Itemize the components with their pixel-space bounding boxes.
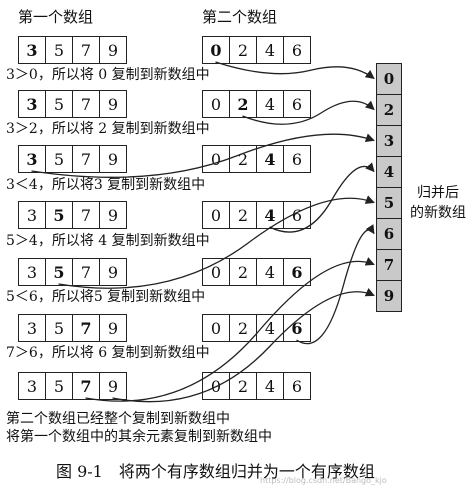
array-cell: 0 (203, 259, 230, 285)
array-cell: 4 (257, 259, 284, 285)
array-cell: 3 (19, 146, 46, 172)
array-cell: 3 (19, 373, 46, 399)
array-cell: 5 (46, 91, 73, 117)
array-cell: 5 (46, 202, 73, 228)
array-cell: 3 (19, 91, 46, 117)
final-note-line-2: 将第一个数组中的其余元素复制到新数组中 (6, 429, 272, 445)
array-cell: 5 (46, 146, 73, 172)
array-cell: 7 (73, 373, 100, 399)
array-cell: 0 (203, 315, 230, 341)
array-cell: 3 (19, 259, 46, 285)
step-explanation: 5＜6，所以将5 复制到新数组中 (6, 289, 206, 305)
array-cell: 6 (291, 40, 303, 60)
array-cell: 4 (257, 315, 284, 341)
array-cell: 3 (19, 202, 46, 228)
array-cell: 9 (107, 376, 119, 396)
array-cell: 6 (291, 318, 303, 338)
array-cell: 0 (203, 37, 230, 63)
merged-cell: 7 (377, 250, 401, 281)
array-cell: 6 (291, 205, 303, 225)
first-array-header: 第一个数组 (18, 8, 94, 26)
step-explanation: 5＞4，所以将 4 复制到新数组中 (6, 233, 210, 249)
array-cell: 4 (257, 373, 284, 399)
step-explanation: 3＞2，所以将 2 复制到新数组中 (6, 121, 210, 137)
array-cell: 3 (19, 315, 46, 341)
array-cell: 6 (291, 149, 303, 169)
array-cell: 7 (73, 91, 100, 117)
array-cell: 0 (203, 373, 230, 399)
array-cell: 9 (107, 262, 119, 282)
merged-cell: 3 (377, 126, 401, 157)
array-cell: 0 (203, 202, 230, 228)
array-cell: 2 (230, 37, 257, 63)
array-cell: 4 (257, 91, 284, 117)
merged-cell: 6 (377, 219, 401, 250)
array-cell: 2 (230, 259, 257, 285)
array-cell: 9 (107, 205, 119, 225)
figure-caption: 图 9-1 将两个有序数组归并为一个有序数组 (56, 462, 375, 481)
array-cell: 7 (73, 37, 100, 63)
step-explanation: 3＜4，所以将3 复制到新数组中 (6, 177, 206, 193)
array-cell: 5 (46, 315, 73, 341)
array-cell: 2 (230, 146, 257, 172)
array-cell: 2 (230, 91, 257, 117)
array-cell: 2 (230, 315, 257, 341)
array-cell: 7 (73, 202, 100, 228)
array-cell: 9 (107, 94, 119, 114)
merged-label-line-2: 的新数组 (410, 205, 466, 221)
merged-cell: 2 (377, 95, 401, 126)
array-cell: 0 (203, 146, 230, 172)
array-cell: 6 (291, 376, 303, 396)
array-cell: 6 (291, 262, 303, 282)
array-cell: 9 (107, 149, 119, 169)
array-cell: 3 (19, 37, 46, 63)
array-cell: 7 (73, 315, 100, 341)
merged-cell: 9 (383, 287, 395, 305)
array-cell: 0 (203, 91, 230, 117)
step-explanation: 7＞6，所以将 6 复制到新数组中 (6, 345, 210, 361)
array-cell: 5 (46, 259, 73, 285)
array-cell: 4 (257, 202, 284, 228)
array-cell: 7 (73, 146, 100, 172)
array-cell: 9 (107, 318, 119, 338)
array-cell: 2 (230, 373, 257, 399)
second-array-header: 第二个数组 (202, 8, 278, 26)
step-explanation: 3＞0，所以将 0 复制到新数组中 (6, 67, 210, 83)
array-cell: 6 (291, 94, 303, 114)
watermark: https://blog.csdn.net/Bango_kjo (260, 476, 387, 485)
array-cell: 9 (107, 40, 119, 60)
array-cell: 5 (46, 37, 73, 63)
merged-cell: 5 (377, 188, 401, 219)
copy-arrow (215, 61, 375, 80)
merged-label-line-1: 归并后 (417, 185, 459, 201)
final-note-line-1: 第二个数组已经整个复制到新数组中 (6, 411, 230, 427)
array-cell: 5 (46, 373, 73, 399)
array-cell: 2 (230, 202, 257, 228)
array-cell: 4 (257, 146, 284, 172)
array-cell: 4 (257, 37, 284, 63)
array-cell: 7 (73, 259, 100, 285)
merged-cell: 4 (377, 157, 401, 188)
merged-array-label: 归并后 的新数组 (410, 183, 466, 223)
merged-cell: 0 (377, 64, 401, 95)
